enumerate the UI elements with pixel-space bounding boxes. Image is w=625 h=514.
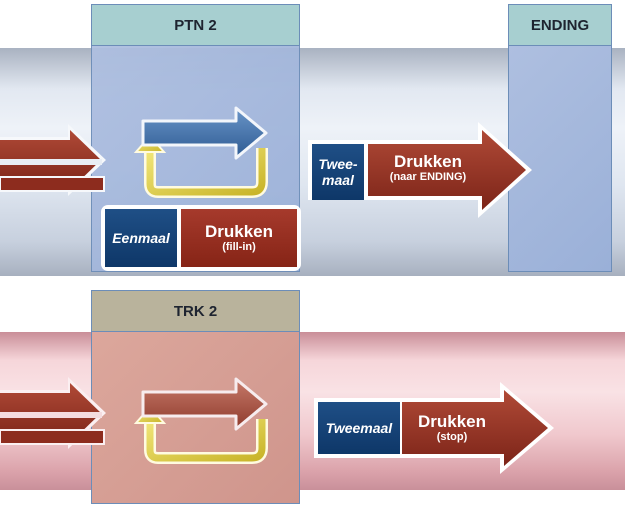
repeat-loop-icon (133, 377, 268, 464)
twice-label-box-top: Twee- maal (312, 144, 364, 200)
entry-arrow-bottom (0, 377, 106, 449)
ending-column (508, 46, 612, 272)
once-label: Eenmaal (112, 230, 170, 246)
press-to-ending-label: Drukken (naar ENDING) (370, 152, 486, 184)
press-fill-in-box: Drukken (fill-in) (181, 209, 297, 267)
twice-label-box-bottom: Tweemaal (318, 402, 400, 454)
to-ending-label: (naar ENDING) (389, 171, 467, 183)
press-stop-label: Drukken (stop) (404, 412, 500, 444)
twice-label-line1: Twee- (318, 156, 358, 172)
trk-column (91, 332, 300, 504)
fill-in-label: (fill-in) (222, 241, 256, 253)
once-label-box: Eenmaal (105, 209, 177, 267)
press-once-chip: Eenmaal Drukken (fill-in) (101, 205, 301, 271)
trk-column-header: TRK 2 (91, 290, 300, 332)
press-label: Drukken (204, 222, 274, 241)
press-twice-arrow-top (308, 122, 532, 218)
twice-label-line2: maal (322, 172, 354, 188)
press-label: Drukken (417, 412, 487, 431)
twice-label: Tweemaal (325, 420, 393, 436)
press-label: Drukken (393, 152, 463, 171)
ending-column-header: ENDING (508, 4, 612, 46)
ptn-column-header: PTN 2 (91, 4, 300, 46)
repeat-loop-icon (133, 106, 268, 198)
entry-arrow-top (0, 124, 106, 196)
stop-label: (stop) (436, 431, 468, 443)
